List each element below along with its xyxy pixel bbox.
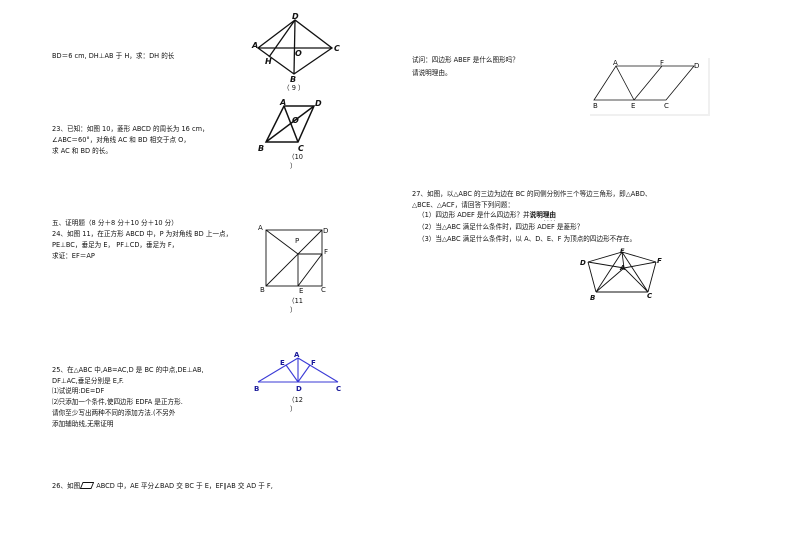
fig26-label-c: C [664,102,669,110]
q27-sub1-text: （1）四边形 ADEF 是什么四边形？并 [418,211,530,219]
fig12-label-d: D [296,385,302,393]
fig10-label-b: B [258,144,264,153]
q27-sub-1: （1）四边形 ADEF 是什么四边形？并说明理由 [418,211,556,221]
fig12-caption-1: （12 [288,396,303,404]
fig12-label-f: F [311,359,316,367]
q25-line-6: 添加辅助线,无需证明 [52,420,114,428]
q25-line-5: 请你至少写出两种不同的添加方法.(不另外 [52,409,176,417]
figure-11-square: A D P F B E C [256,222,336,295]
fig27-label-d: D [580,259,586,267]
q23-line-1: 23、已知：如图 10，菱形 ABCD 的周长为 16 cm， [52,125,209,133]
q25-line-4: ⑵只添加一个条件,使四边形 EDFA 是正方形. [52,398,183,406]
q25-line-2: DF⊥AC,垂足分别是 E,F. [52,377,124,385]
fig12-label-e: E [280,359,285,367]
fig10-label-a: A [279,98,286,107]
parallelogram-symbol-icon [79,482,95,493]
q22-text: BD＝6 cm, DH⊥AB 于 H，求：DH 的长 [52,52,175,60]
q26-cont-line-1: 试问：四边形 ABEF 是什么图形吗？ [412,56,519,64]
fig9-label-b: B [290,75,296,84]
section5-title: 五、证明题（8 分＋8 分＋10 分＋10 分） [52,219,178,227]
fig12-label-b: B [254,385,259,393]
fig27-label-c: C [647,292,653,300]
q27-sub-2: （2）当△ABC 满足什么条件时，四边形 ADEF 是菱形？ [418,223,584,231]
fig27-label-f: F [657,257,662,265]
fig10-caption-2: ） [290,162,297,170]
q26-prefix: 26、如图 [52,482,81,490]
q27-line-1: 27、如图，以△ABC 的三边为边在 BC 的同侧分别作三个等边三角形，即△AB… [412,190,652,198]
q27-sub-3: （3）当△ABC 满足什么条件时，以 A、D、E、F 为顶点的四边形不存在。 [418,235,637,243]
fig26-label-f: F [660,59,664,67]
fig12-caption-2: ） [290,405,297,413]
fig11-label-p: P [295,237,299,245]
q25-line-3: ⑴试说明:DE=DF [52,387,105,395]
q24-line-1: 24、如图 11，在正方形 ABCD 中，P 为对角线 BD 上一点， [52,230,233,238]
fig12-label-a: A [294,351,300,359]
fig10-label-d: D [315,99,322,108]
fig26-label-a: A [613,59,618,67]
fig9-label-c: C [334,44,340,53]
q23-line-3: 求 AC 和 BD 的长。 [52,147,112,155]
fig27-label-b: B [590,294,595,302]
figure-26-parallelogram: A F D B E C [590,56,710,118]
q27-sub1-dots: · · · · [544,218,556,224]
fig9-label-d: D [292,12,299,21]
q25-line-1: 25、在△ABC 中,AB=AC,D 是 BC 的中点,DE⊥AB, [52,366,204,374]
fig10-caption-1: （10 [288,153,303,161]
fig10-label-c: C [298,144,304,153]
figure-12-triangle: E A F B D C [254,350,346,396]
fig27-label-a: A [619,264,625,272]
fig9-label-h: H [265,57,272,66]
fig26-label-d: D [694,62,699,70]
fig12-label-c: C [336,385,341,393]
fig11-label-b: B [260,286,265,294]
fig11-label-e: E [299,287,303,295]
q24-line-2: PE⊥BC，垂足为 E， PF⊥CD，垂足为 F， [52,241,179,249]
fig11-label-a: A [258,224,263,232]
fig11-caption-1: （11 [288,297,303,305]
fig26-label-e: E [631,102,635,110]
fig9-caption: （ 9 ） [283,84,305,92]
fig11-label-f: F [324,248,328,256]
fig11-label-d: D [323,227,328,235]
fig27-label-e: E [620,247,625,255]
fig11-caption-2: ） [290,306,297,314]
fig9-label-a: A [251,41,258,50]
q24-line-3: 求证：EF＝AP [52,252,95,260]
fig9-label-o: O [295,49,302,58]
fig10-label-o: O [292,116,299,125]
q26-text: 26、如图 ABCD 中，AE 平分∠BAD 交 BC 于 E，EF∥AB 交 … [52,482,273,493]
fig26-label-b: B [593,102,598,110]
q26-cont-line-2: 请说明理由。 [412,69,452,77]
figure-27-triangles: E D A F B C [578,246,668,302]
figure-10-rhombus: A D O B C [254,96,334,156]
fig11-label-c: C [321,286,326,294]
q27-line-2: △BCE、△ACF，请回答下列问题： [412,201,515,209]
q26-suffix: ABCD 中，AE 平分∠BAD 交 BC 于 E，EF∥AB 交 AD 于 F… [94,482,273,490]
figure-9-rhombus: D A H O C B [250,12,350,84]
q27-sub1-bold: 说明理由 [529,211,557,219]
q23-line-2: ∠ABC＝60°，对角线 AC 和 BD 相交于点 O， [52,136,190,144]
